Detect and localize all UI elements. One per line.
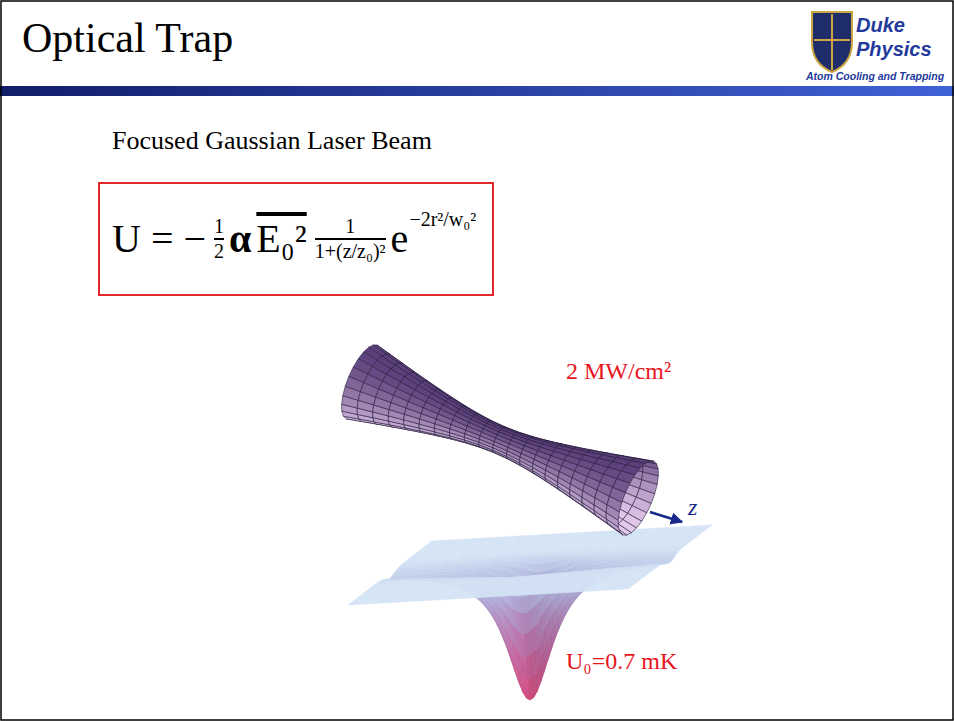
- logo-shield: [812, 12, 852, 72]
- title-bar: [0, 86, 954, 96]
